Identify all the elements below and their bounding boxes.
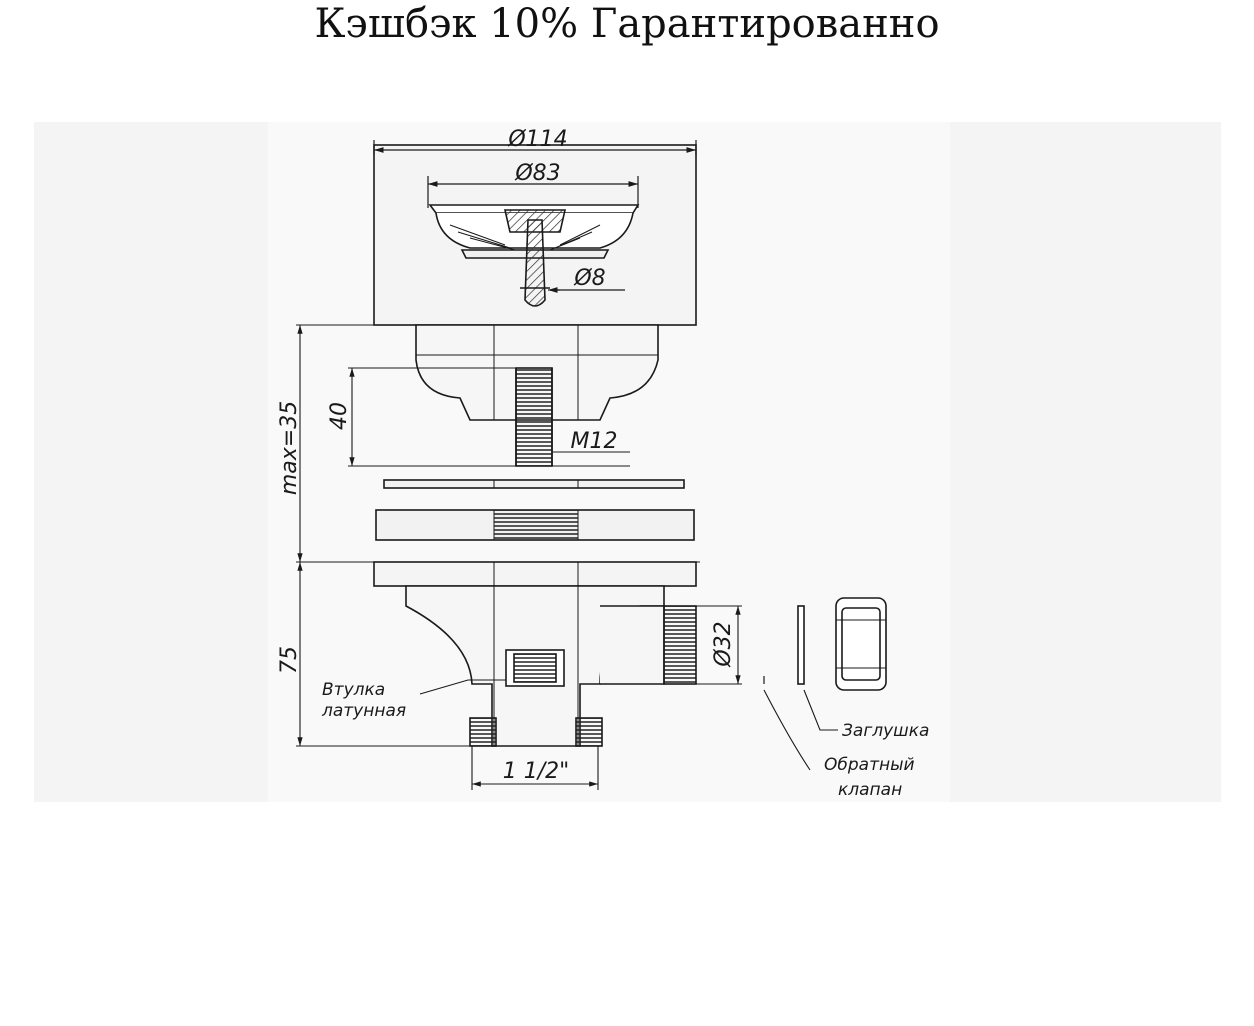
dim-thread-length: 40 (327, 402, 352, 430)
plug-cap (835, 597, 887, 691)
label-bushing-line1: Втулка (322, 680, 385, 700)
dim-thread-size: M12 (571, 429, 618, 454)
label-valve-line1: Обратный (824, 755, 915, 775)
dim-stem-diameter: Ø8 (573, 266, 605, 291)
lower-body (296, 561, 700, 747)
strainer-basket (428, 204, 640, 307)
label-bushing-line2: латунная (321, 701, 406, 721)
dim-connection-size: 1 1/2" (503, 759, 570, 784)
label-valve-line2: клапан (838, 780, 902, 800)
cashback-banner: Кэшбэк 10% Гарантированно (314, 1, 940, 47)
bowl-body (415, 324, 659, 467)
thin-washer (383, 479, 685, 489)
dim-inner-diameter: Ø83 (514, 161, 560, 186)
label-plug: Заглушка (842, 721, 929, 741)
dim-outlet-diameter: Ø32 (711, 621, 736, 667)
dim-body-height: 75 (277, 646, 302, 674)
dim-max-height: max=35 (277, 401, 302, 495)
dim-outer-diameter: Ø114 (507, 127, 567, 152)
check-valve-flap (797, 605, 805, 685)
